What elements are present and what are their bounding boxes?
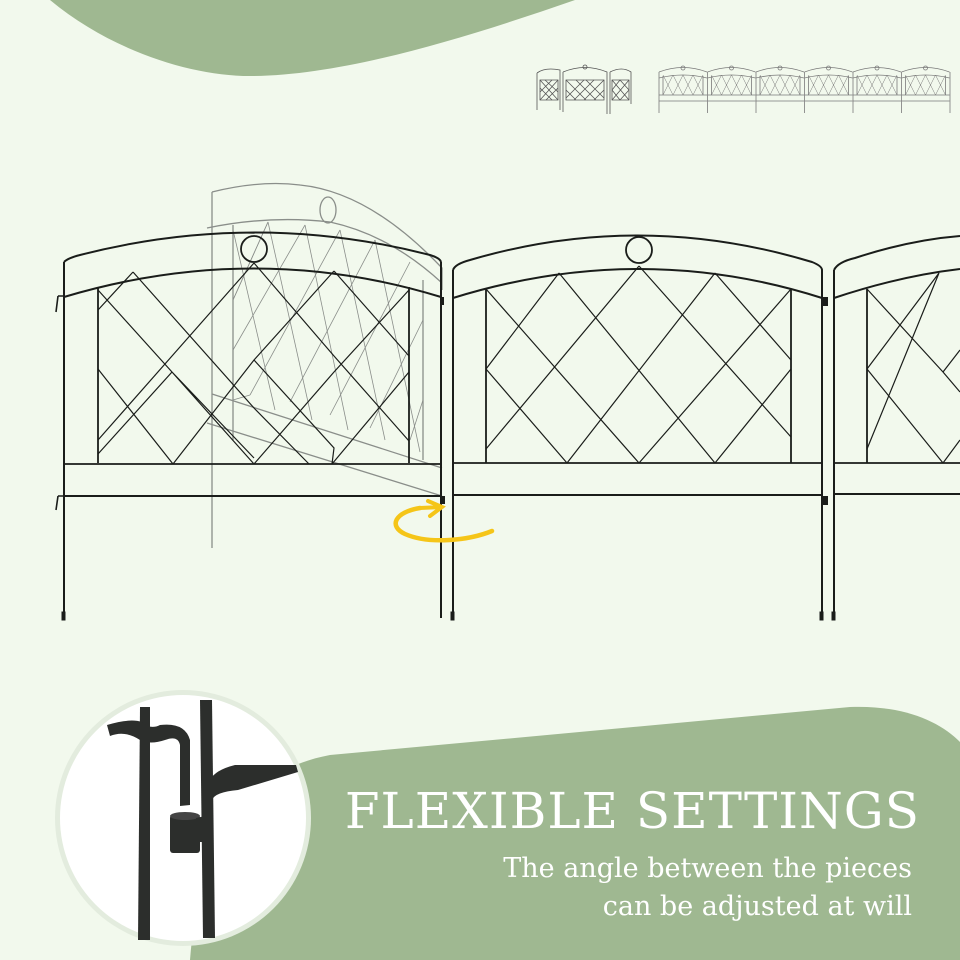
- thumbnail-straight-line: [658, 65, 951, 113]
- subtext-line-2: can be adjusted at will: [602, 891, 912, 922]
- hinge-closeup-bars: [107, 700, 298, 940]
- fence-panel-middle: [450, 234, 824, 621]
- rotate-arrow-icon: [393, 499, 495, 543]
- top-green-blob: [50, 0, 575, 76]
- ghost-rotated-panel: [206, 182, 443, 548]
- subtext: The angle between the pieces can be adju…: [503, 850, 912, 926]
- subtext-line-1: The angle between the pieces: [503, 853, 912, 884]
- fence-panel-left: [55, 231, 442, 621]
- hinge-connectors: [440, 297, 828, 505]
- thumbnail-angled-enclosure: [536, 64, 632, 114]
- bottom-green-blob: [190, 706, 960, 960]
- fence-panel-right: [831, 235, 960, 621]
- headline: FLEXIBLE SETTINGS: [344, 782, 920, 840]
